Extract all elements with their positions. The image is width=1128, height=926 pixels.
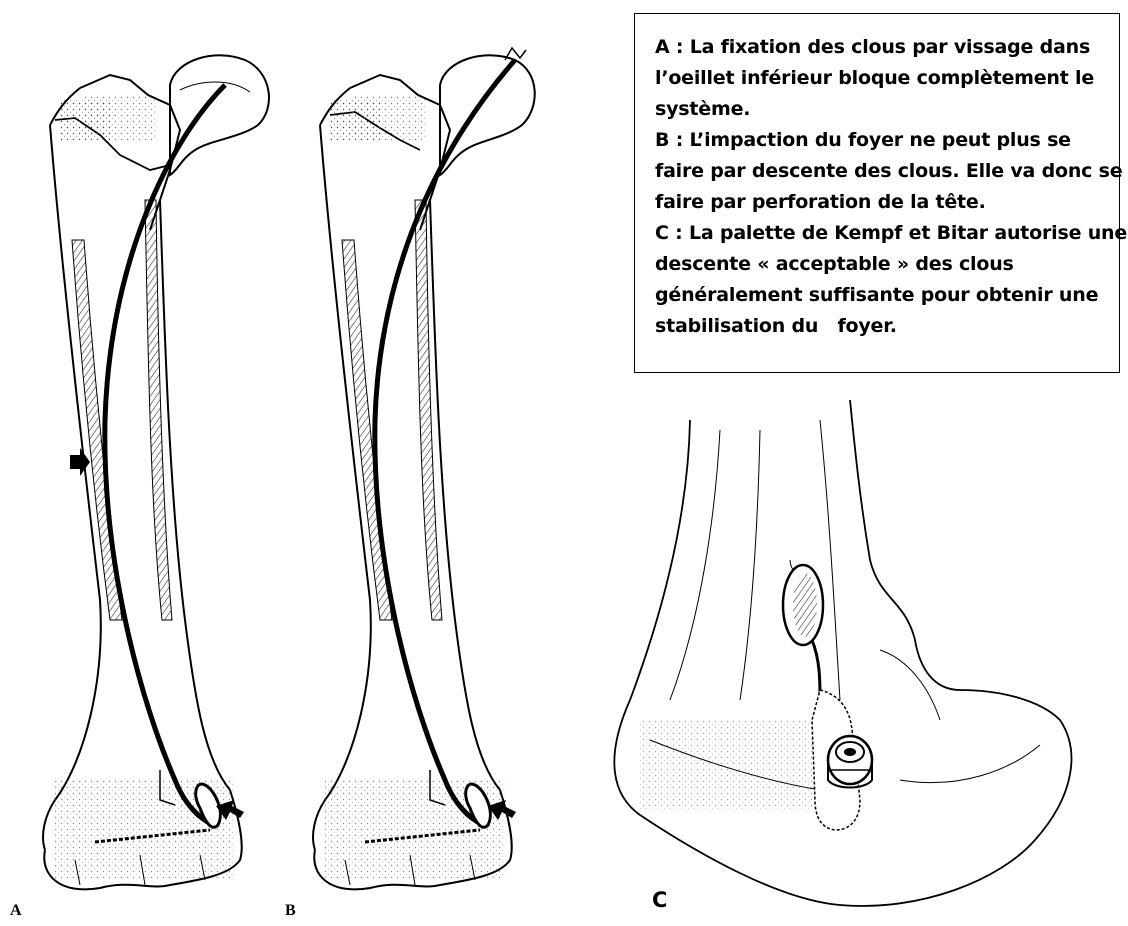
- shaft-right-a: [160, 200, 230, 790]
- femoral-head-a: [170, 55, 269, 175]
- shaft-left-b: [313, 125, 371, 850]
- caption-line: faire par descente des clous. Elle va do…: [655, 156, 1122, 187]
- shaft-right-b: [430, 200, 500, 790]
- caption-line: stabilisation du foyer.: [655, 311, 897, 342]
- panel-label-b: B: [285, 902, 296, 920]
- caption-line: A : La fixation des clous par vissage da…: [655, 32, 1090, 63]
- caption-line: B : L’impaction du foyer ne peut plus se: [655, 125, 1071, 156]
- caption-line: généralement suffisante pour obtenir une: [655, 280, 1098, 311]
- femoral-head-b: [440, 55, 535, 175]
- bone-outline-c: [614, 400, 1071, 906]
- panel-label-c: C: [652, 888, 667, 912]
- nail-b: [375, 60, 515, 825]
- panel-label-a: A: [10, 902, 22, 920]
- screw-head-c: [828, 736, 872, 784]
- femur-a: [43, 55, 269, 889]
- caption-line: descente « acceptable » des clous: [655, 249, 1014, 280]
- palette-detail-c: [614, 400, 1071, 906]
- nail-a: [105, 85, 225, 825]
- shaft-left-a: [43, 125, 101, 850]
- arrow-shaft-a: [70, 448, 90, 476]
- caption-line: faire par perforation de la tête.: [655, 187, 986, 218]
- caption-line: C : La palette de Kempf et Bitar autoris…: [655, 218, 1127, 249]
- femur-b: [313, 48, 535, 889]
- caption-line: système.: [655, 94, 750, 125]
- caption-line: l’oeillet inférieur bloque complètement …: [655, 63, 1094, 94]
- caption-box: A : La fixation des clous par vissage da…: [634, 13, 1120, 373]
